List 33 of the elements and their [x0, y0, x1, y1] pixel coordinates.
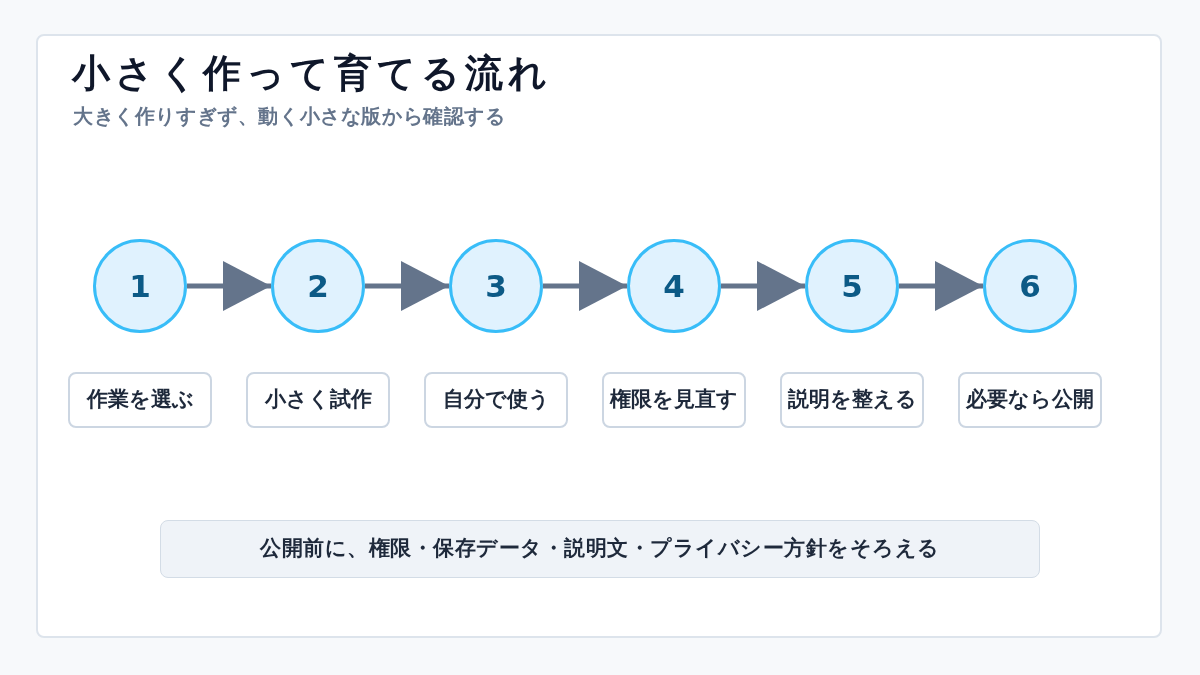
step-label: 自分で使う [442, 387, 550, 413]
step-label: 作業を選ぶ [86, 387, 194, 413]
step-label-box [602, 372, 746, 428]
step-circle [627, 239, 721, 333]
arrow [721, 261, 805, 311]
step-label: 権限を見直す [610, 387, 738, 413]
step-label-box [424, 372, 568, 428]
step-number: 6 [1019, 270, 1041, 302]
step-number: 2 [307, 270, 329, 302]
step-number: 1 [129, 270, 151, 302]
step-circle [93, 239, 187, 333]
arrow [365, 261, 449, 311]
arrow [187, 261, 271, 311]
step-label: 説明を整える [787, 387, 917, 413]
step-label-box [958, 372, 1102, 428]
note-text: 公開前に、権限・保存データ・説明文・プライバシー方針をそろえる [260, 536, 940, 562]
step-label: 必要なら公開 [966, 387, 1094, 413]
step-number: 5 [841, 270, 863, 302]
subtitle: 大きく作りすぎず、動く小さな版から確認する [73, 104, 506, 128]
arrow [899, 261, 983, 311]
step-circle [983, 239, 1077, 333]
step-label-box [780, 372, 924, 428]
arrow [543, 261, 627, 311]
step-circle [271, 239, 365, 333]
step-label-box [68, 372, 212, 428]
diagram-title: 小さく作って育てる流れ [72, 52, 552, 96]
step-circle [805, 239, 899, 333]
step-number: 4 [663, 270, 685, 302]
step-number: 3 [485, 270, 507, 302]
step-circle [449, 239, 543, 333]
step-label: 小さく試作 [264, 387, 372, 413]
step-label-box [246, 372, 390, 428]
note-banner [160, 520, 1040, 578]
